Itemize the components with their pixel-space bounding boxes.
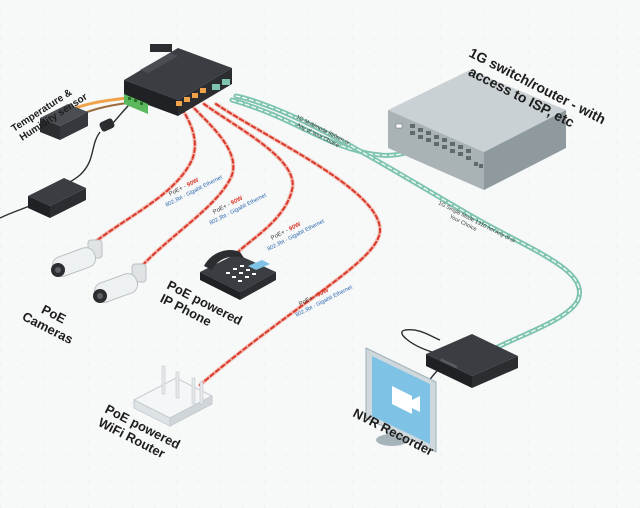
- poe-cable-camera-1: [93, 101, 197, 244]
- poe-label-phone: PoE+ - 90W 802.3bt - Gigabit Ethernet: [267, 218, 326, 252]
- poe-label-router: PoE+ - 90W 802.3bt - Gigabit Ethernet: [295, 284, 354, 318]
- singlemode-label: 1G Single Mode 1310 nm Any of or Your Ch…: [437, 200, 516, 244]
- singlemode-fiber-cable: [233, 93, 583, 353]
- poe-label-camera-2: PoE+ - 90W 802.3bt - Gigabit Ethernet: [209, 192, 268, 226]
- temperature-humidity-sensor: [40, 104, 88, 140]
- poe-ports: [176, 79, 230, 106]
- nvr-unit: [426, 334, 518, 388]
- industrial-poe-switch: [124, 44, 232, 116]
- nvr-power-cable: [401, 328, 441, 353]
- poe-cable-phone: [202, 102, 295, 254]
- wifi-router: [132, 365, 214, 427]
- core-switch-router: [388, 70, 566, 190]
- poe-camera-2: [93, 263, 147, 303]
- cameras-label: PoE Cameras: [20, 302, 76, 347]
- nvr-monitor: [365, 347, 437, 453]
- poe-cable-router: [198, 102, 383, 387]
- switch-port-grid: [410, 124, 483, 168]
- power-adapter: [28, 178, 86, 218]
- sensor-ferrite-clip: [99, 118, 115, 132]
- ip-phone: [200, 249, 276, 300]
- singlemode-label-line1: 1G Single Mode 1310 nm Any of or: [437, 200, 516, 244]
- poe-cable-camera-2: [138, 102, 236, 270]
- poe-camera-1: [51, 239, 103, 277]
